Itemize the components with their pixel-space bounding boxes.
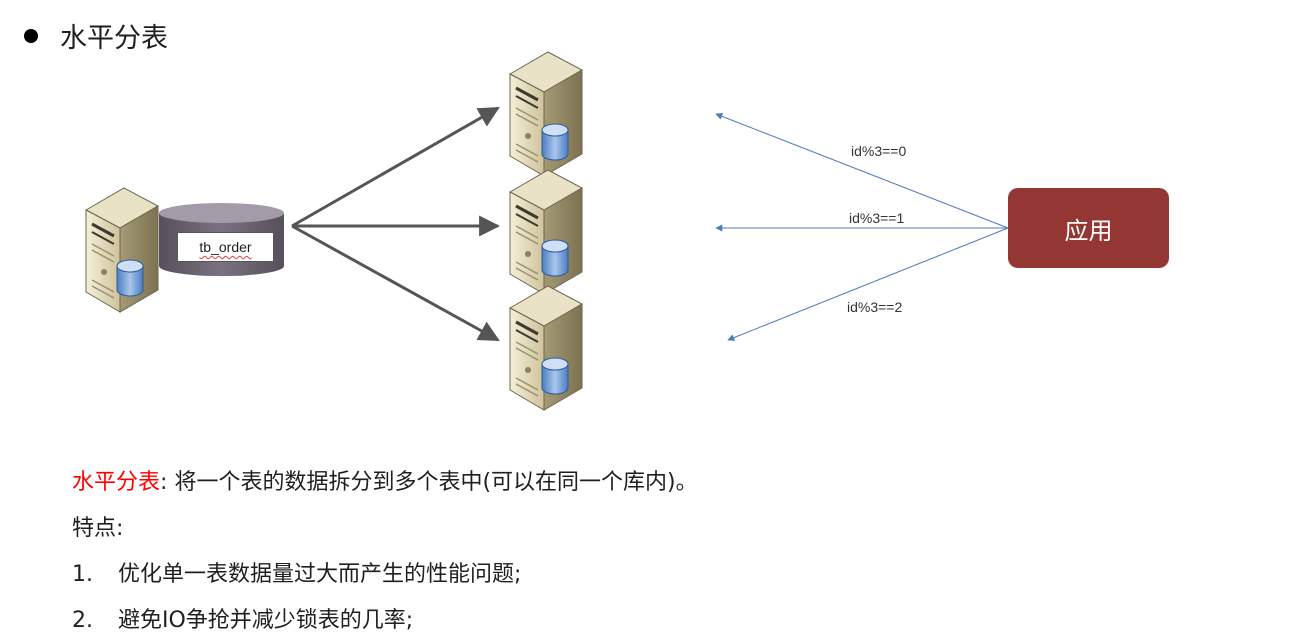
definition-row: 水平分表: 将一个表的数据拆分到多个表中(可以在同一个库内)。 [72,460,698,506]
page-title: 水平分表 [60,23,168,54]
route-arrow-2 [727,227,1009,341]
split-arrow-top [291,106,500,228]
target-server-2 [508,168,584,296]
source-server [84,186,160,314]
route-arrow-0 [715,113,1009,229]
split-arrows [291,106,501,342]
table-name-label: tb_order [177,232,274,262]
routing-rule-1: id%3==1 [849,210,905,226]
bullet-icon [24,28,38,43]
app-label: 应用 [1064,216,1113,245]
routing-rule-2: id%3==2 [847,299,903,315]
definition-text: 将一个表的数据拆分到多个表中(可以在同一个库内)。 [174,470,698,495]
database-icon [541,123,569,161]
feature-item-1: 1. 优化单一表数据量过大而产生的性能问题; [72,552,698,598]
definition-term: 水平分表 [72,470,161,495]
server-icon [508,168,584,296]
routing-rule-0: id%3==0 [851,143,907,159]
feature-text: 优化单一表数据量过大而产生的性能问题; [118,562,522,587]
feature-number: 2. [72,608,93,633]
database-icon [116,259,144,297]
database-icon [541,239,569,277]
feature-text: 避免IO争抢并减少锁表的几率; [118,608,414,633]
target-server-3 [508,284,584,412]
features-title: 特点: [72,516,124,541]
application-box: 应用 [1008,188,1169,268]
description: 水平分表: 将一个表的数据拆分到多个表中(可以在同一个库内)。 特点: 1. 优化… [72,460,698,644]
heading-row: 水平分表 [24,16,168,55]
target-server-1 [508,50,584,178]
feature-item-2: 2. 避免IO争抢并减少锁表的几率; [72,598,698,644]
database-icon [541,357,569,395]
definition-separator: : [160,470,168,495]
split-arrow-bottom [291,224,500,342]
feature-number: 1. [72,562,93,587]
routing-arrows [715,113,1009,341]
